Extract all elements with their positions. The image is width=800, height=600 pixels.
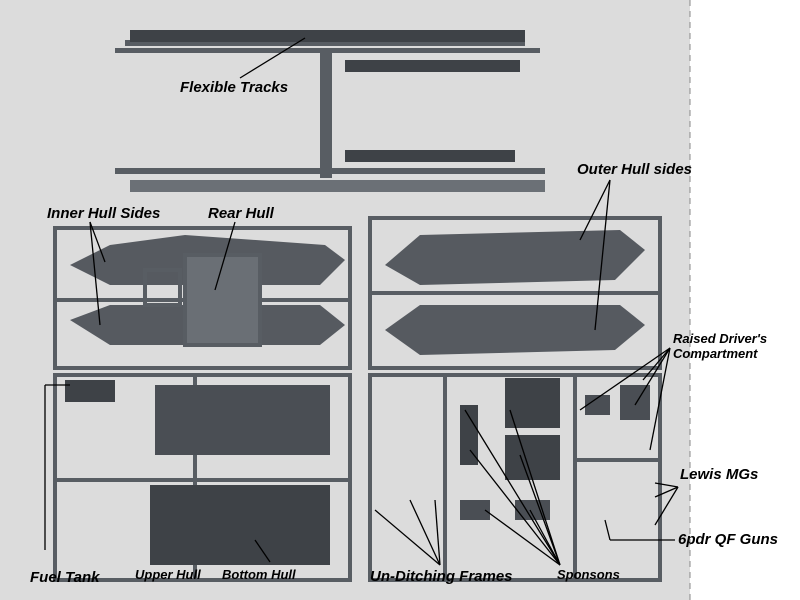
label-fuel-tank: Fuel Tank — [30, 569, 100, 586]
label-raised-drivers-1: Raised Driver's — [673, 331, 768, 346]
label-un-ditching-frames: Un-Ditching Frames — [370, 568, 513, 585]
left-sprue — [53, 226, 352, 582]
label-lewis-mgs: Lewis MGs — [680, 466, 759, 483]
label-raised-drivers-2: Compartment — [673, 346, 758, 361]
label-sponsons: Sponsons — [557, 567, 620, 582]
leader-lines — [44, 37, 679, 566]
track-sprue — [115, 30, 545, 192]
label-upper-hull: Upper Hull — [135, 567, 201, 582]
label-flexible-tracks: Flexible Tracks — [180, 79, 289, 96]
label-rear-hull: Rear Hull — [208, 205, 274, 222]
label-6pdr-guns: 6pdr QF Guns — [678, 531, 779, 548]
label-bottom-hull: Bottom Hull — [222, 567, 296, 582]
label-inner-hull-sides: Inner Hull Sides — [47, 205, 161, 222]
label-outer-hull-sides: Outer Hull sides — [577, 161, 693, 178]
